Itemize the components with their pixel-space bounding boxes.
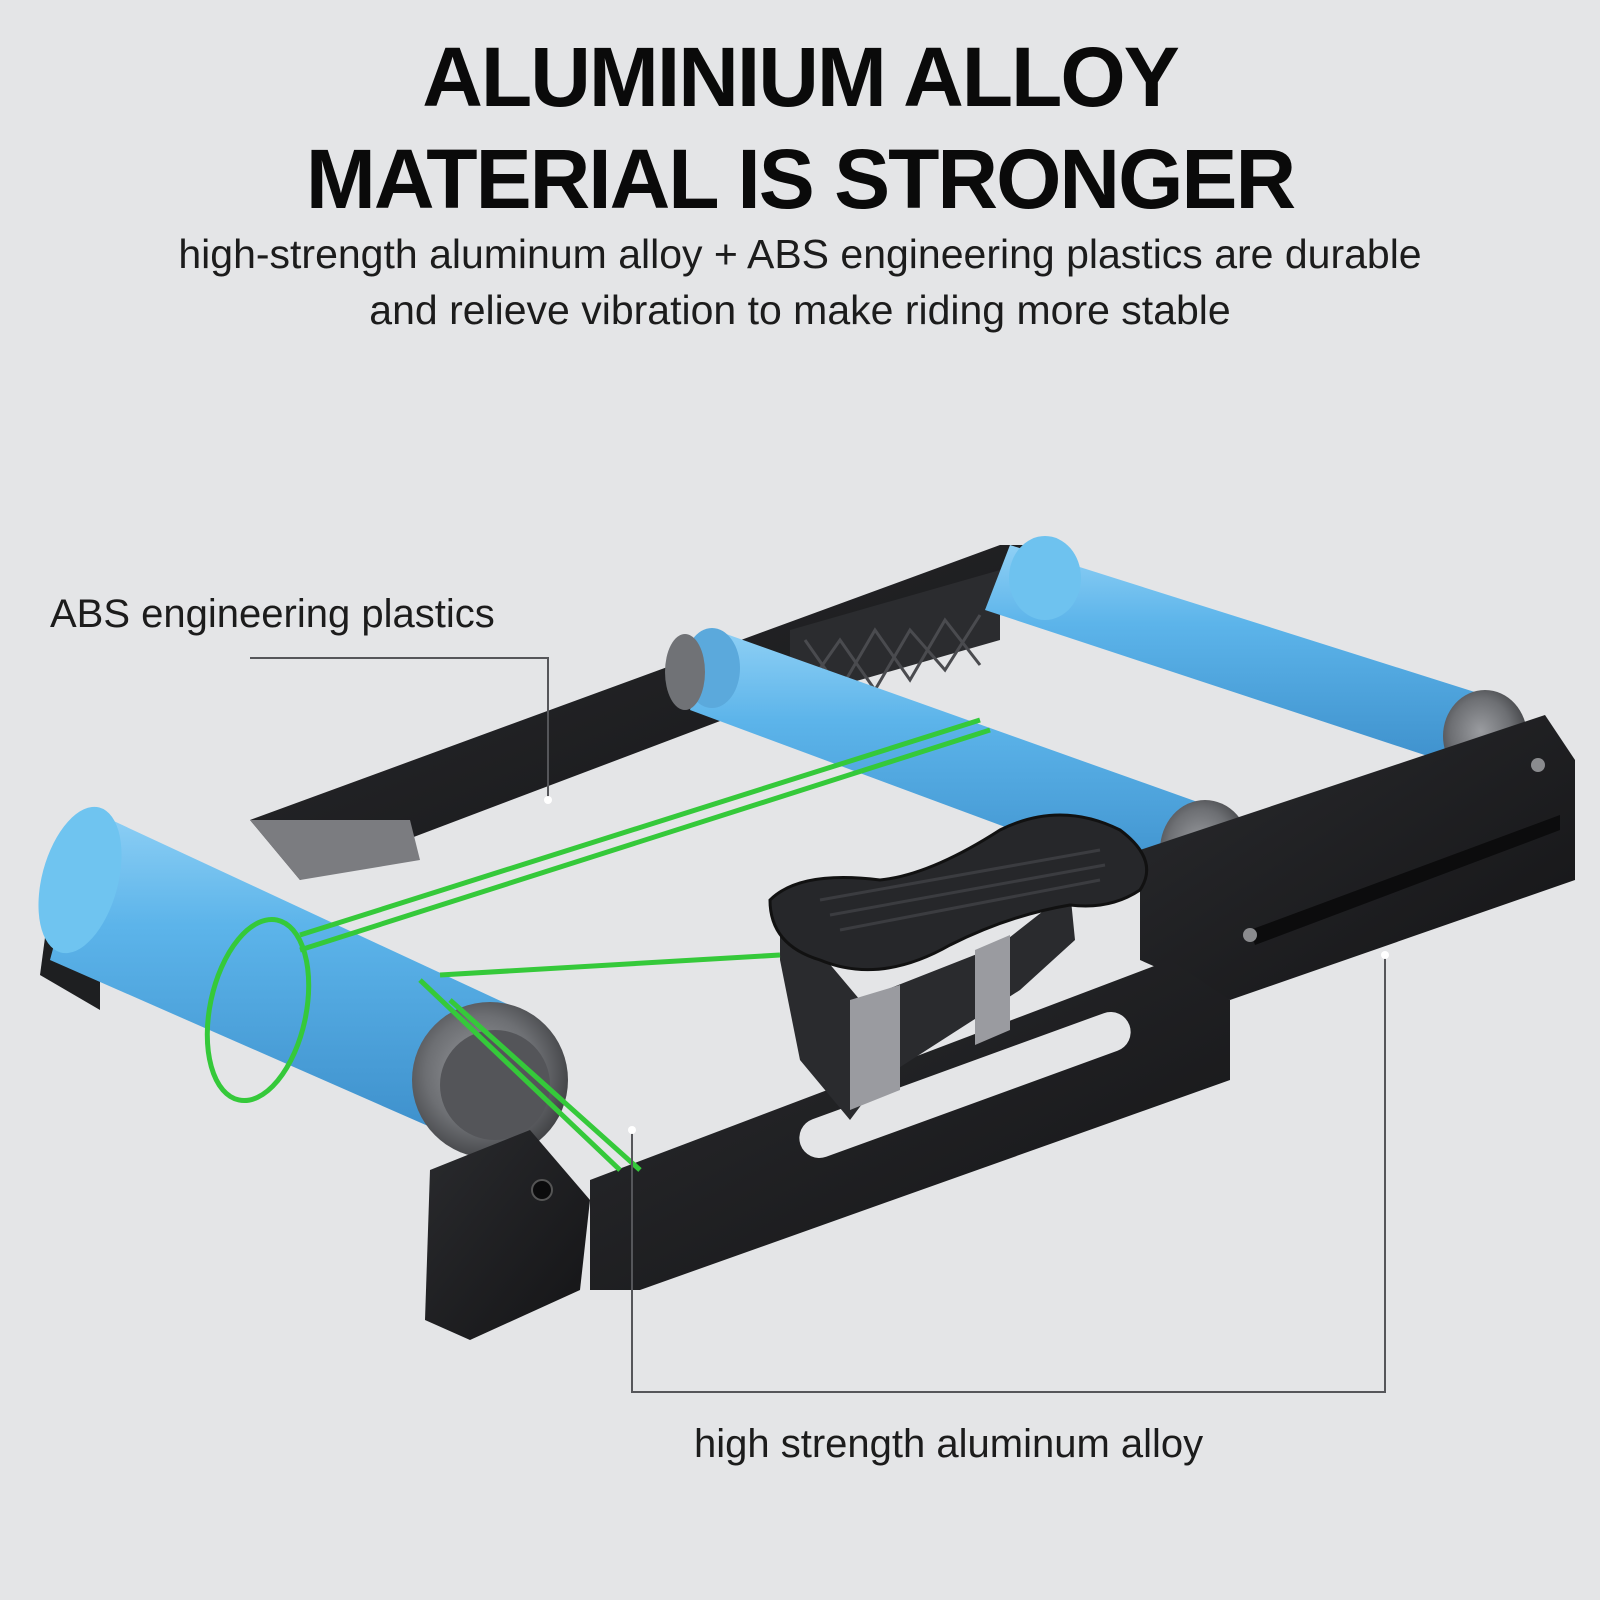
headline-line-2: MATERIAL IS STRONGER	[305, 132, 1296, 226]
callout-dot-abs	[544, 796, 552, 804]
callout-alloy-label: high strength aluminum alloy	[694, 1422, 1204, 1466]
side-frame-arm	[590, 715, 1575, 1290]
subtitle-line-2: and relieve vibration to make riding mor…	[369, 287, 1231, 333]
subtitle: high-strength aluminum alloy + ABS engin…	[0, 226, 1600, 338]
rear-frame-rail	[250, 545, 1040, 880]
front-roller	[38, 806, 590, 1340]
rear-roller	[985, 536, 1527, 782]
headline: ALUMINIUM ALLOY MATERIAL IS STRONGER	[0, 26, 1600, 230]
callout-abs-label: ABS engineering plastics	[50, 592, 495, 636]
foot-step	[768, 813, 1149, 1120]
subtitle-line-1: high-strength aluminum alloy + ABS engin…	[178, 231, 1422, 277]
drive-band	[204, 717, 991, 1172]
callout-dot-alloy-right	[1381, 951, 1389, 959]
callout-leader-lines	[250, 657, 1386, 1393]
callout-dot-alloy-left	[628, 1126, 636, 1134]
headline-line-1: ALUMINIUM ALLOY	[422, 30, 1179, 124]
